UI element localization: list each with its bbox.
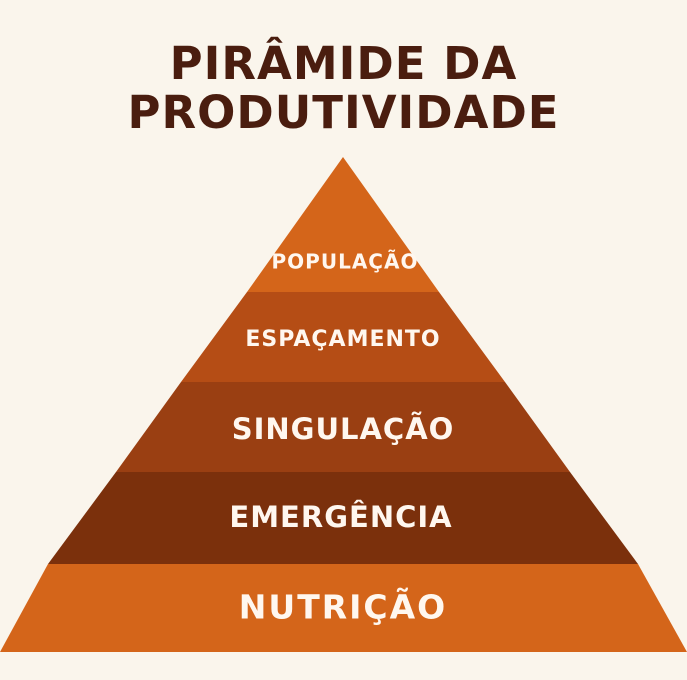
pyramid-tier-spacing [181, 292, 505, 382]
pyramid-tier-population [247, 157, 439, 292]
label-emergence: EMERGÊNCIA [229, 500, 452, 534]
label-population: POPULAÇÃO [272, 250, 419, 274]
pyramid-tier-emergence [48, 472, 638, 564]
label-singulation: SINGULAÇÃO [232, 412, 455, 446]
pyramid-tier-nutrition [0, 564, 687, 652]
label-spacing: ESPAÇAMENTO [245, 327, 440, 352]
title-line-1: PIRÂMIDE DA [169, 37, 518, 90]
pyramid-tier-singulation [116, 382, 570, 472]
label-nutrition: NUTRIÇÃO [239, 587, 447, 627]
title-line-2: PRODUTIVIDADE [127, 86, 560, 139]
